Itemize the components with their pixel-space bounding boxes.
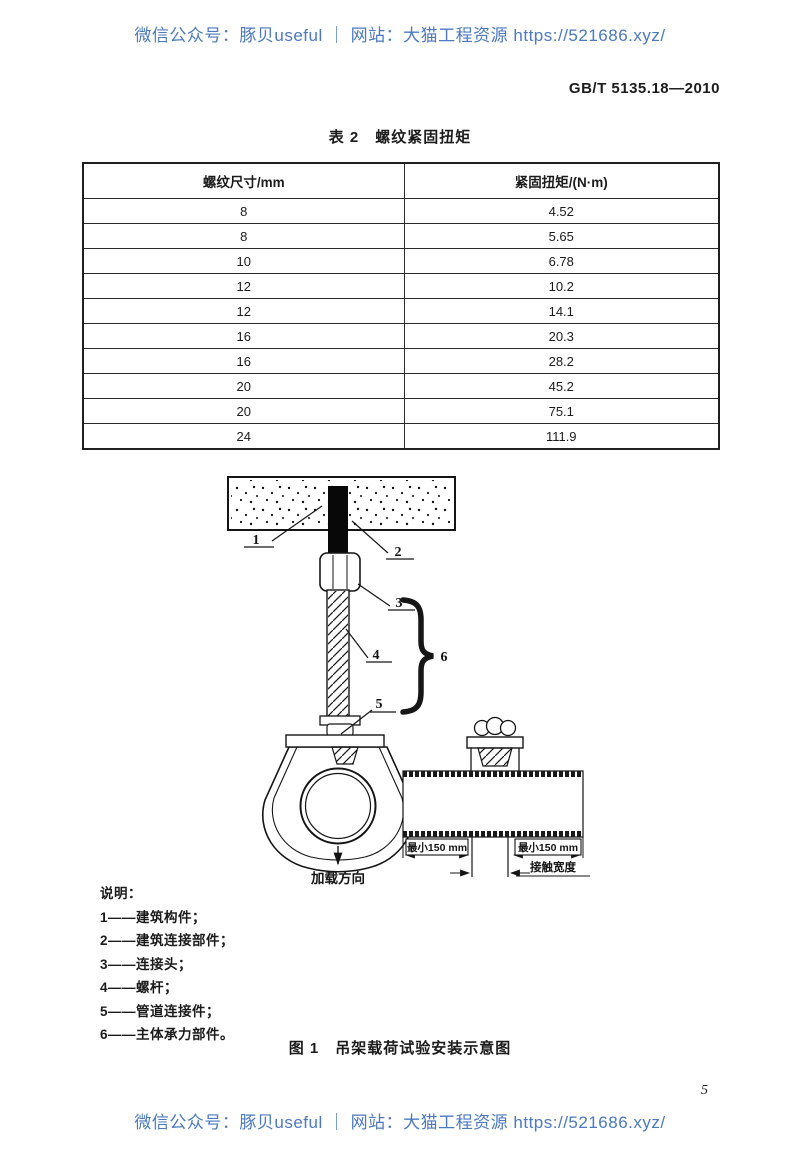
pipe-front bbox=[299, 767, 377, 845]
cell-torque: 5.65 bbox=[403, 223, 720, 249]
pipe-side bbox=[402, 770, 584, 838]
svg-text:5: 5 bbox=[376, 697, 383, 712]
cell-thread-size: 20 bbox=[82, 398, 405, 424]
dimension-contact-width: 接触宽度 bbox=[450, 860, 590, 877]
cell-torque: 10.2 bbox=[403, 273, 720, 299]
legend-heading: 说明： bbox=[100, 886, 142, 901]
column-header-torque: 紧固扭矩/(N·m) bbox=[403, 162, 720, 199]
cell-thread-size: 16 bbox=[82, 348, 405, 374]
pipe-clamp-side bbox=[466, 716, 524, 771]
legend-item: 4——螺杆； bbox=[100, 980, 179, 995]
svg-text:1: 1 bbox=[253, 533, 260, 548]
callout-5: 5 bbox=[340, 697, 396, 735]
cell-thread-size: 12 bbox=[82, 298, 405, 324]
callout-2: 2 bbox=[351, 520, 414, 560]
callout-1: 1 bbox=[244, 505, 323, 548]
standard-number: GB/T 5135.18—2010 bbox=[568, 80, 720, 97]
cell-torque: 75.1 bbox=[403, 398, 720, 424]
watermark-header: 微信公众号：豚贝useful ｜ 网站：大猫工程资源 https://52168… bbox=[134, 26, 666, 45]
cell-torque: 4.52 bbox=[403, 198, 720, 224]
figure-legend: 说明： 1——建筑构件； 2——建筑连接部件； 3——连接头； 4——螺杆； 5… bbox=[100, 882, 234, 1047]
anchor-bolt bbox=[328, 486, 348, 556]
min-length-label-left: 最小150 mm bbox=[407, 841, 467, 854]
cell-thread-size: 12 bbox=[82, 273, 405, 299]
svg-text:2: 2 bbox=[395, 545, 402, 560]
legend-item: 1——建筑构件； bbox=[100, 909, 207, 925]
svg-text:6: 6 bbox=[441, 650, 448, 665]
cell-thread-size: 10 bbox=[82, 248, 405, 274]
coupler bbox=[319, 552, 361, 592]
nut bbox=[326, 723, 354, 737]
min-length-label-right: 最小150 mm bbox=[518, 841, 578, 854]
load-direction-arrow: 加载方向 bbox=[310, 846, 365, 886]
cell-thread-size: 20 bbox=[82, 373, 405, 399]
cell-thread-size: 8 bbox=[82, 223, 405, 249]
cell-thread-size: 24 bbox=[82, 423, 405, 450]
cell-torque: 111.9 bbox=[403, 423, 720, 450]
cell-torque: 45.2 bbox=[403, 373, 720, 399]
load-direction-label: 加载方向 bbox=[310, 870, 365, 886]
clamp-top-plate bbox=[285, 734, 385, 748]
cell-torque: 14.1 bbox=[403, 298, 720, 324]
cell-torque: 6.78 bbox=[403, 248, 720, 274]
legend-item: 6——主体承力部件。 bbox=[100, 1027, 235, 1042]
cell-torque: 28.2 bbox=[403, 348, 720, 374]
svg-text:4: 4 bbox=[373, 648, 380, 663]
callout-4: 4 bbox=[345, 628, 392, 663]
watermark-footer: 微信公众号：豚贝useful ｜ 网站：大猫工程资源 https://52168… bbox=[134, 1113, 666, 1132]
legend-item: 3——连接头； bbox=[100, 956, 193, 972]
cell-thread-size: 16 bbox=[82, 323, 405, 349]
hanger-test-diagram: 1 2 3 4 5 6 加载方向 bbox=[227, 476, 590, 886]
cell-thread-size: 8 bbox=[82, 198, 405, 224]
pipe-clamp-front bbox=[261, 734, 415, 873]
callout-3: 3 bbox=[357, 583, 415, 611]
cell-torque: 20.3 bbox=[403, 323, 720, 349]
column-header-thread-size: 螺纹尺寸/mm bbox=[82, 162, 405, 199]
legend-item: 2——建筑连接部件； bbox=[100, 933, 235, 948]
clamp-nut bbox=[331, 746, 359, 765]
legend-item: 5——管道连接件； bbox=[100, 1003, 221, 1019]
brace-main-load-parts: 6 bbox=[400, 597, 448, 715]
figure-caption: 图 1 吊架载荷试验安装示意图 bbox=[288, 1040, 512, 1057]
svg-text:3: 3 bbox=[396, 596, 403, 611]
threaded-rod bbox=[326, 589, 350, 719]
table-title: 表 2 螺纹紧固扭矩 bbox=[328, 129, 472, 146]
dimension-min-length-left: 最小150 mm bbox=[402, 837, 584, 877]
page-number: 5 bbox=[701, 1083, 708, 1098]
dimension-min-length-right: 最小150 mm bbox=[513, 838, 582, 859]
table-header-row: 螺纹尺寸/mm 紧固扭矩/(N·m) bbox=[82, 162, 720, 199]
contact-width-label: 接触宽度 bbox=[530, 860, 576, 874]
